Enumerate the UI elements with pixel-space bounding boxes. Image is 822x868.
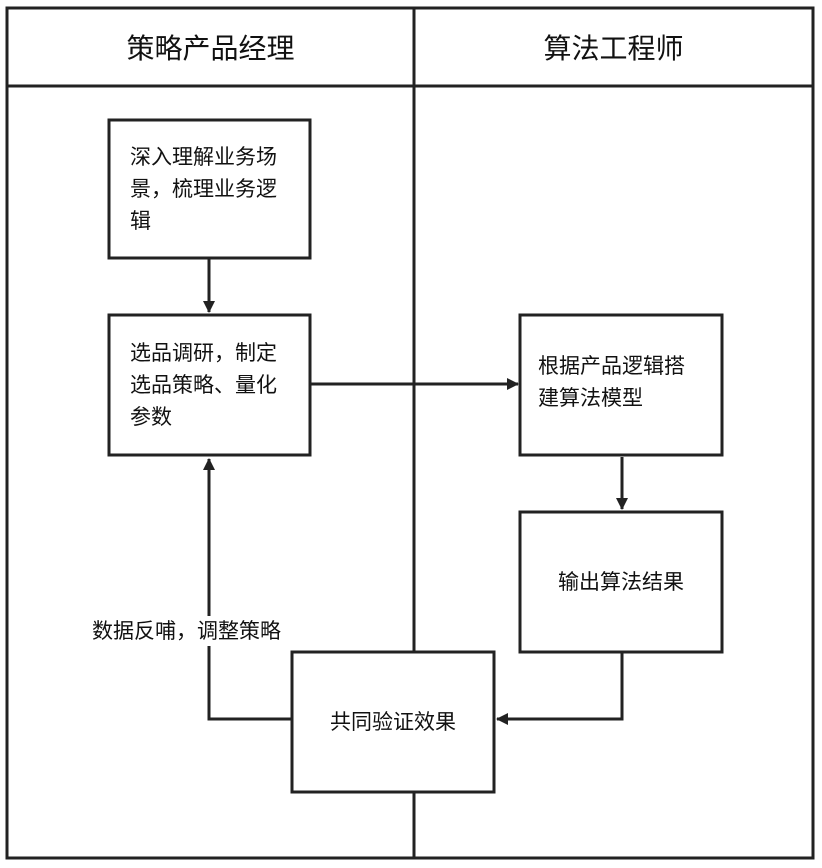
box-output-results [518, 510, 724, 654]
edge-label-feedback: 数据反哺，调整策略 [92, 616, 342, 646]
diagram-frame [5, 6, 815, 860]
node-product-research: 选品调研，制定选品策略、量化参数 [130, 341, 277, 429]
box-understand-business [107, 118, 312, 260]
node-verify-effect: 共同验证效果 [330, 710, 456, 734]
arrow-verify-to-research [203, 458, 292, 721]
node-output-results: 输出算法结果 [558, 570, 684, 594]
lane-title-product-manager: 策略产品经理 [126, 32, 295, 65]
node-understand-business: 深入理解业务场景，梳理业务逻辑 [130, 145, 277, 233]
lane-title-algorithm-engineer: 算法工程师 [543, 32, 684, 65]
node-build-model: 根据产品逻辑搭建算法模型 [538, 354, 685, 410]
box-verify-effect [290, 650, 496, 794]
arrow-output-to-verify [496, 652, 624, 725]
box-product-research [107, 313, 312, 457]
box-build-model [518, 313, 724, 457]
